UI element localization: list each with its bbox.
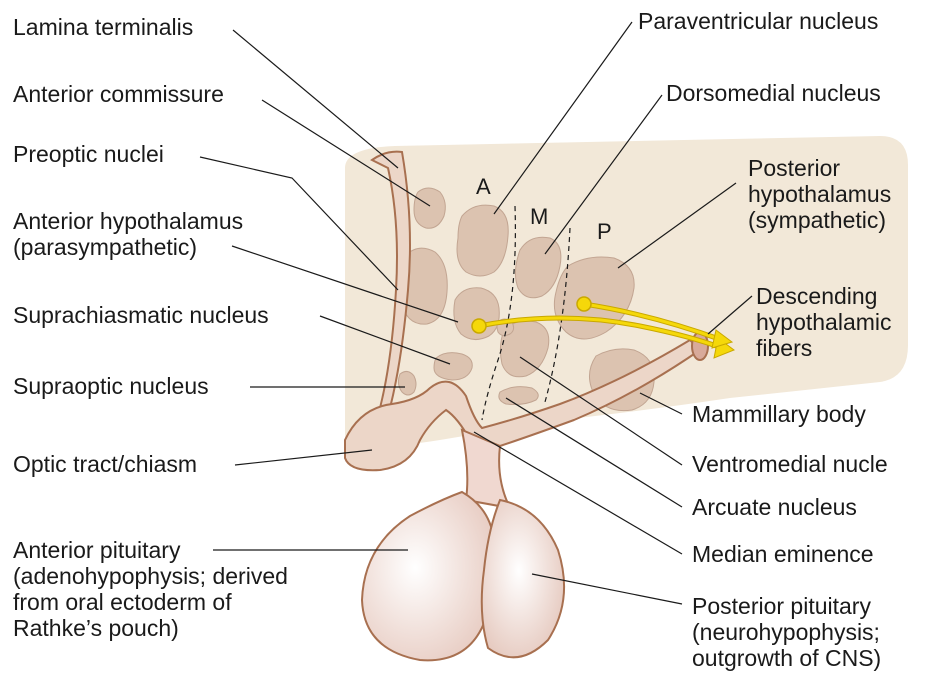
label-ventromedial-nucleus: Ventromedial nucle — [692, 451, 937, 477]
label-anterior-pituitary: Anterior pituitary (adenohypophysis; der… — [13, 537, 288, 641]
label-posterior-pituitary-line3: outgrowth of CNS) — [692, 645, 881, 671]
label-anterior-hypothalamus: Anterior hypothalamus (parasympathetic) — [13, 208, 243, 260]
region-letter-anterior: A — [476, 174, 491, 200]
label-posterior-pituitary: Posterior pituitary (neurohypophysis; ou… — [692, 593, 881, 671]
preoptic-nucleus-upper — [414, 188, 445, 228]
supraoptic-nucleus-shape — [398, 371, 416, 395]
label-descending-fibers-line1: Descending — [756, 283, 892, 309]
label-median-eminence: Median eminence — [692, 541, 874, 567]
label-anterior-hypothalamus-line2: (parasympathetic) — [13, 234, 243, 260]
posterior-pituitary-gland — [482, 500, 564, 657]
label-posterior-hypothalamus-line1: Posterior — [748, 155, 891, 181]
supraoptic-nucleus-upper-shape — [434, 353, 472, 380]
label-anterior-hypothalamus-line1: Anterior hypothalamus — [13, 208, 243, 234]
fiber-origin-suprachiasmatic — [472, 319, 486, 333]
leader-lamina-terminalis — [233, 30, 398, 168]
label-descending-hypothalamic-fibers: Descending hypothalamic fibers — [756, 283, 892, 361]
label-anterior-pituitary-line3: from oral ectoderm of — [13, 589, 288, 615]
label-arcuate-nucleus: Arcuate nucleus — [692, 494, 857, 520]
arcuate-nucleus-shape — [499, 387, 538, 405]
label-anterior-pituitary-line1: Anterior pituitary — [13, 537, 288, 563]
label-posterior-hypothalamus-line3: (sympathetic) — [748, 207, 891, 233]
label-mammillary-body: Mammillary body — [692, 401, 866, 427]
anterior-pituitary-gland — [362, 492, 495, 660]
label-suprachiasmatic-nucleus: Suprachiasmatic nucleus — [13, 302, 269, 328]
label-supraoptic-nucleus: Supraoptic nucleus — [13, 373, 209, 399]
label-optic-tract-chiasm: Optic tract/chiasm — [13, 451, 197, 477]
label-posterior-pituitary-line1: Posterior pituitary — [692, 593, 881, 619]
fiber-origin-posterior — [577, 297, 591, 311]
label-descending-fibers-line2: hypothalamic — [756, 309, 892, 335]
label-dorsomedial-nucleus: Dorsomedial nucleus — [666, 80, 881, 106]
label-preoptic-nuclei: Preoptic nuclei — [13, 141, 164, 167]
label-posterior-hypothalamus-line2: hypothalamus — [748, 181, 891, 207]
region-letter-middle: M — [530, 204, 548, 230]
label-posterior-hypothalamus: Posterior hypothalamus (sympathetic) — [748, 155, 891, 233]
label-anterior-commissure: Anterior commissure — [13, 81, 224, 107]
label-anterior-pituitary-line4: Rathke’s pouch) — [13, 615, 288, 641]
label-lamina-terminalis: Lamina terminalis — [13, 14, 193, 40]
label-paraventricular-nucleus: Paraventricular nucleus — [638, 8, 878, 34]
label-posterior-pituitary-line2: (neurohypophysis; — [692, 619, 881, 645]
label-descending-fibers-line3: fibers — [756, 335, 892, 361]
region-letter-posterior: P — [597, 219, 612, 245]
label-anterior-pituitary-line2: (adenohypophysis; derived — [13, 563, 288, 589]
